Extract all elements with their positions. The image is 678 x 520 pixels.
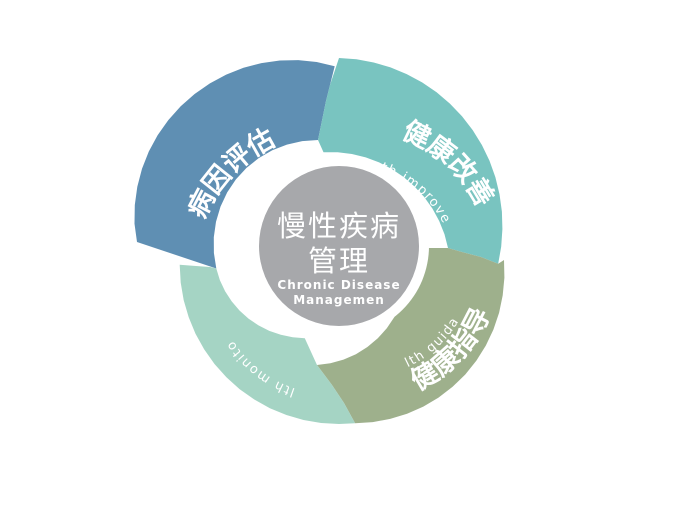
center-circle[interactable] <box>259 166 419 326</box>
center-subtitle-line1: Chronic Disease <box>277 278 400 292</box>
health-improvement-segment[interactable] <box>318 58 503 264</box>
health-guidance-segment[interactable] <box>317 248 505 424</box>
etiological-evaluation-segment[interactable] <box>134 60 335 269</box>
center-subtitle-line2: Managemen <box>293 293 385 307</box>
outer-ring <box>134 58 505 424</box>
center-title-line2: 管理 <box>308 244 370 278</box>
health-monitoring-segment[interactable] <box>179 264 356 424</box>
center-title-line1: 慢性疾病 <box>277 209 401 243</box>
